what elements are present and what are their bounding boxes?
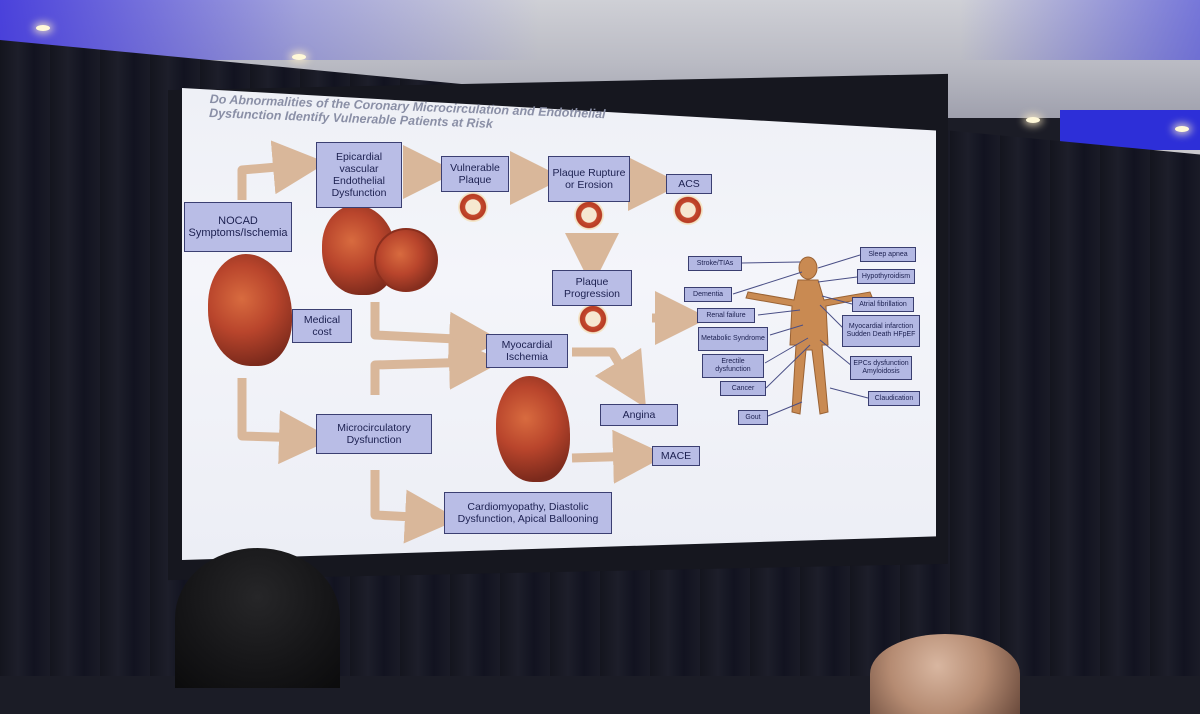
ceiling-light-icon xyxy=(36,25,50,31)
ceiling-light-icon xyxy=(1026,117,1040,123)
plaque-cross-section-icon xyxy=(578,304,608,334)
node-cardiomyopathy: Cardiomyopathy, Diastolic Dysfunction, A… xyxy=(444,492,612,534)
node-microcirculatory-dysfunction: Microcirculatory Dysfunction xyxy=(316,414,432,454)
label-dementia: Dementia xyxy=(684,287,732,302)
plaque-cross-section-icon xyxy=(673,195,703,225)
node-epicardial-dysfunction: Epicardial vascular Endothelial Dysfunct… xyxy=(316,142,402,208)
node-vulnerable-plaque: Vulnerable Plaque xyxy=(441,156,509,192)
label-erectile-dysfunction: Erectile dysfunction xyxy=(702,354,764,378)
heart-illustration-icon xyxy=(208,254,292,366)
coronary-magnified-icon xyxy=(374,228,438,292)
ceiling-blue-light xyxy=(0,0,1200,60)
label-claudication: Claudication xyxy=(868,391,920,406)
audience-head xyxy=(870,634,1020,714)
label-atrial-fibrillation: Atrial fibrillation xyxy=(852,297,914,312)
label-hypothyroidism: Hypothyroidism xyxy=(857,269,915,284)
node-acs: ACS xyxy=(666,174,712,194)
label-myocardial-infarction: Myocardial infarction Sudden Death HFpEF xyxy=(842,315,920,347)
ceiling-light-icon xyxy=(292,54,306,60)
node-myocardial-ischemia: Myocardial Ischemia xyxy=(486,334,568,368)
label-cancer: Cancer xyxy=(720,381,766,396)
label-sleep-apnea: Sleep apnea xyxy=(860,247,916,262)
node-mace: MACE xyxy=(652,446,700,466)
label-metabolic-syndrome: Metabolic Syndrome xyxy=(698,327,768,351)
node-angina: Angina xyxy=(600,404,678,426)
node-plaque-rupture: Plaque Rupture or Erosion xyxy=(548,156,630,202)
audience-head xyxy=(175,548,340,688)
node-plaque-progression: Plaque Progression xyxy=(552,270,632,306)
label-renal-failure: Renal failure xyxy=(697,308,755,323)
heart-illustration-icon xyxy=(496,376,570,482)
node-medical-cost: Medical cost xyxy=(292,309,352,343)
ceiling-light-icon xyxy=(1175,126,1189,132)
label-stroke: Stroke/TIAs xyxy=(688,256,742,271)
plaque-cross-section-icon xyxy=(458,192,488,222)
node-nocad: NOCAD Symptoms/Ischemia xyxy=(184,202,292,252)
label-gout: Gout xyxy=(738,410,768,425)
label-epcs-dysfunction: EPCs dysfunction Amyloidosis xyxy=(850,356,912,380)
plaque-cross-section-icon xyxy=(574,200,604,230)
